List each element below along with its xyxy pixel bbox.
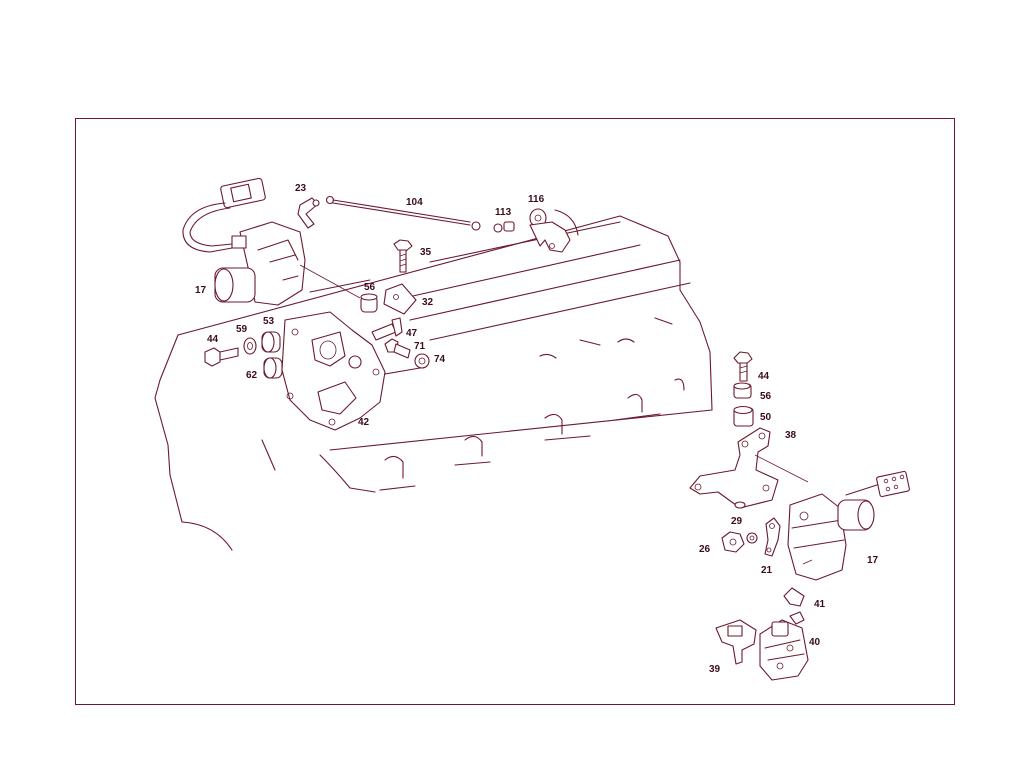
label-32: 32 bbox=[422, 297, 434, 308]
part-23-clip bbox=[297, 197, 320, 229]
label-40: 40 bbox=[809, 637, 821, 648]
part-62-bushing bbox=[263, 357, 283, 379]
part-56-bushing-right bbox=[733, 382, 752, 399]
part-71-bolt bbox=[384, 338, 411, 359]
label-56-left: 56 bbox=[364, 282, 376, 293]
label-44-right: 44 bbox=[758, 371, 770, 382]
label-38: 38 bbox=[785, 430, 797, 441]
part-32-bracket bbox=[383, 283, 417, 315]
engine-block bbox=[154, 215, 713, 551]
label-21: 21 bbox=[761, 565, 773, 576]
label-41: 41 bbox=[814, 599, 826, 610]
label-17-right: 17 bbox=[867, 555, 879, 566]
part-116-lever bbox=[529, 208, 579, 253]
part-40-control-unit bbox=[759, 611, 809, 681]
part-44-bolt-left bbox=[204, 347, 239, 367]
label-29: 29 bbox=[731, 516, 743, 527]
label-113: 113 bbox=[495, 207, 512, 218]
part-50-bushing bbox=[733, 405, 754, 427]
label-104: 104 bbox=[406, 197, 423, 208]
diagram-frame bbox=[75, 118, 955, 705]
label-62: 62 bbox=[246, 370, 258, 381]
label-44-left: 44 bbox=[207, 334, 219, 345]
label-23: 23 bbox=[295, 183, 307, 194]
actuator-right bbox=[787, 470, 910, 581]
part-41-clip bbox=[783, 587, 805, 607]
part-38-bracket bbox=[689, 427, 809, 509]
part-113-joint bbox=[493, 221, 515, 233]
actuator-left bbox=[182, 177, 361, 306]
label-17-left: 17 bbox=[195, 285, 207, 296]
part-74-washer bbox=[414, 353, 430, 369]
part-42-bracket bbox=[281, 311, 386, 431]
label-50: 50 bbox=[760, 412, 772, 423]
label-56-right: 56 bbox=[760, 391, 772, 402]
label-53: 53 bbox=[263, 316, 275, 327]
part-56-bushing bbox=[360, 293, 378, 313]
label-47: 47 bbox=[406, 328, 418, 339]
label-116: 116 bbox=[528, 194, 545, 205]
label-35: 35 bbox=[420, 247, 432, 258]
part-39-bracket bbox=[715, 619, 757, 665]
part-53-bushing bbox=[261, 331, 281, 353]
part-44-bolt-right bbox=[733, 351, 753, 382]
part-35-bolt bbox=[393, 239, 413, 273]
label-42: 42 bbox=[358, 417, 370, 428]
part-47-bolt bbox=[371, 317, 403, 341]
part-29-washer bbox=[746, 532, 758, 544]
label-74: 74 bbox=[434, 354, 446, 365]
part-104-rod bbox=[325, 195, 481, 231]
part-21-lever bbox=[764, 517, 781, 557]
label-39: 39 bbox=[709, 664, 721, 675]
label-71: 71 bbox=[414, 341, 426, 352]
part-labels: 17 23 104 113 116 35 56 32 47 71 74 44 5… bbox=[195, 183, 879, 675]
label-59: 59 bbox=[236, 324, 248, 335]
label-26: 26 bbox=[699, 544, 711, 555]
part-26-nut bbox=[721, 531, 745, 553]
part-59-washer bbox=[243, 337, 257, 355]
